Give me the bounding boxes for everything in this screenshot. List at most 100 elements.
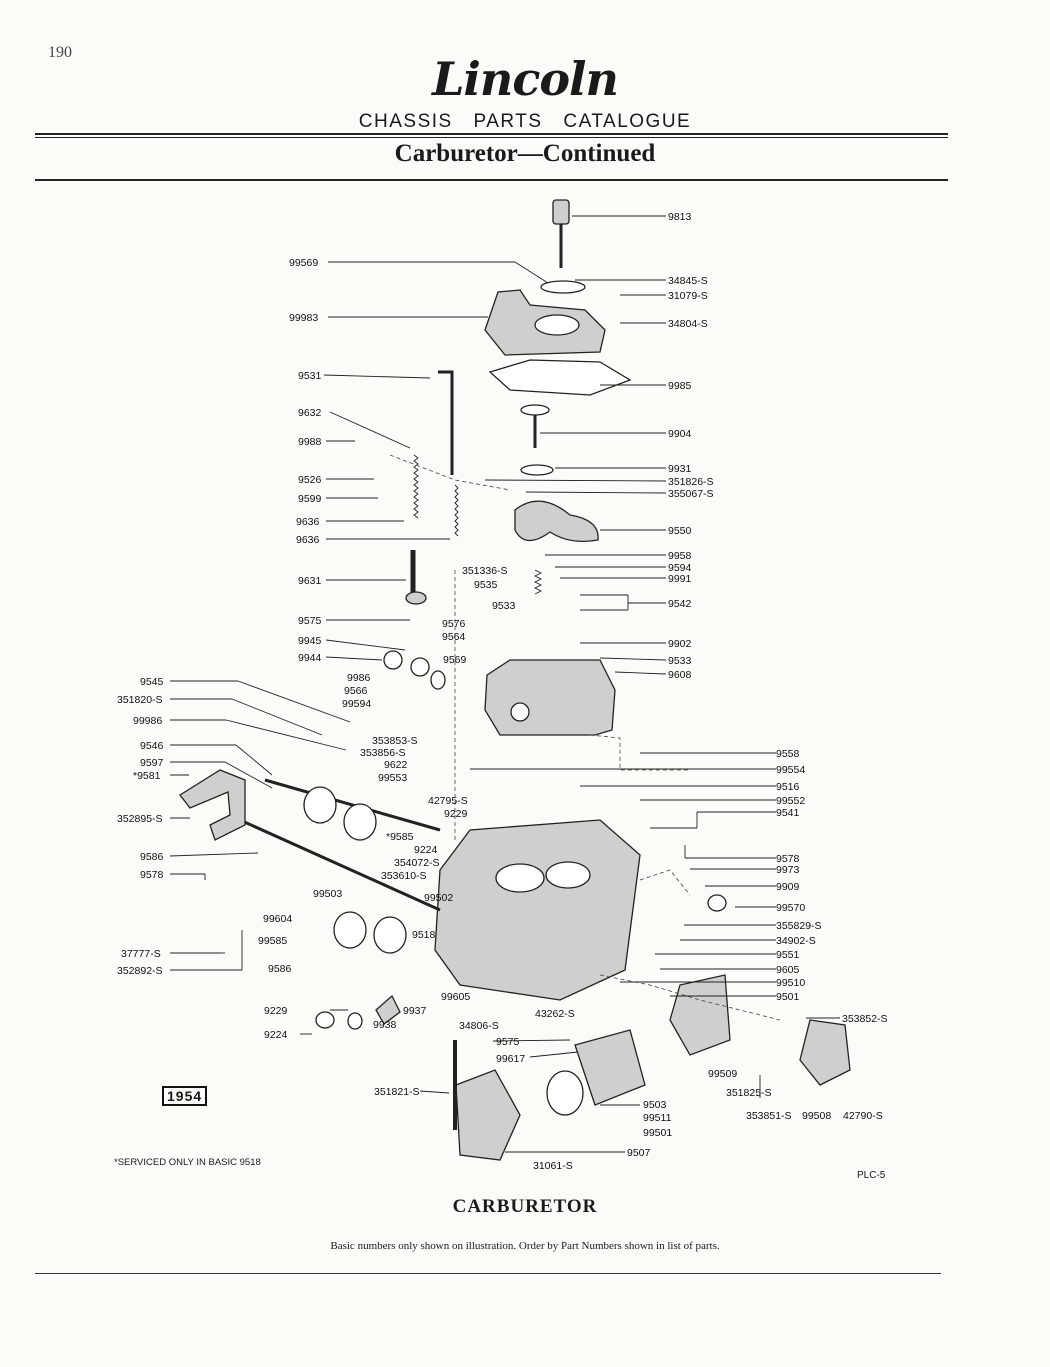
label-351820-s: 351820-S (117, 694, 163, 706)
label-9991: 9991 (668, 573, 692, 585)
label-99605: 99605 (441, 991, 470, 1003)
label-31079-s: 31079-S (668, 290, 708, 302)
label-9985: 9985 (668, 380, 692, 392)
label-9564: 9564 (442, 631, 466, 643)
label-9575-b: 9575 (496, 1036, 520, 1048)
label-9586-a: 9586 (140, 851, 164, 863)
label-353851-s: 353851-S (746, 1110, 792, 1122)
label-351826-s: 351826-S (668, 476, 714, 488)
label-99508: 99508 (802, 1110, 831, 1122)
carburetor-parts-artwork (179, 199, 851, 1161)
label-9576: 9576 (442, 618, 466, 630)
label-353856-s: 353856-S (360, 747, 406, 759)
label-9904: 9904 (668, 428, 692, 440)
caption-title: CARBURETOR (452, 1196, 598, 1217)
footer-rule (35, 1273, 941, 1274)
label-9550: 9550 (668, 525, 692, 537)
label-352895-s: 352895-S (117, 813, 163, 825)
lincoln-logo: Lincoln (432, 52, 619, 106)
label-43262-s: 43262-S (535, 1008, 575, 1020)
label-99986: 99986 (133, 715, 162, 727)
label-99570: 99570 (776, 902, 805, 914)
label-9632: 9632 (298, 407, 322, 419)
label-9597: 9597 (140, 757, 164, 769)
label-9541: 9541 (776, 807, 800, 819)
label-9578-right: 9578 (776, 853, 800, 865)
label-99510: 99510 (776, 977, 805, 989)
header-rule-thin (35, 137, 948, 138)
label-9636-a: 9636 (296, 516, 320, 528)
label-9546: 9546 (140, 740, 164, 752)
label-9585: *9585 (386, 831, 414, 843)
label-354072-s: 354072-S (394, 857, 440, 869)
label-34804-s: 34804-S (668, 318, 708, 330)
label-352892-s: 352892-S (117, 965, 163, 977)
label-9224-b: 9224 (264, 1029, 288, 1041)
label-9622: 9622 (384, 759, 408, 771)
header-rule (35, 133, 948, 135)
label-42790-s: 42790-S (843, 1110, 883, 1122)
label-9535: 9535 (474, 579, 498, 591)
label-37777-s: 37777-S (121, 948, 161, 960)
label-34806-s: 34806-S (459, 1020, 499, 1032)
label-9533-a: 9533 (492, 600, 516, 612)
label-9909: 9909 (776, 881, 800, 893)
label-99617: 99617 (496, 1053, 525, 1065)
label-9938: 9938 (373, 1019, 397, 1031)
label-9986: 9986 (347, 672, 371, 684)
label-9944: 9944 (298, 652, 322, 664)
label-9578-left: 9578 (140, 869, 164, 881)
callout-labels: 9813 99569 34845-S 31079-S 99983 34804-S… (117, 211, 888, 1172)
label-353610-s: 353610-S (381, 870, 427, 882)
section-title: Carburetor—Continued (394, 140, 656, 167)
label-9558: 9558 (776, 748, 800, 760)
label-355067-s: 355067-S (668, 488, 714, 500)
label-99594: 99594 (342, 698, 371, 710)
label-9594: 9594 (668, 562, 692, 574)
label-9813: 9813 (668, 211, 692, 223)
year-badge: 1954 (162, 1086, 208, 1106)
label-9575-a: 9575 (298, 615, 322, 627)
label-9608: 9608 (668, 669, 692, 681)
leader-lines (169, 215, 840, 1153)
label-99554: 99554 (776, 764, 805, 776)
label-99552: 99552 (776, 795, 805, 807)
label-9224-a: 9224 (414, 844, 438, 856)
label-9229-b: 9229 (264, 1005, 288, 1017)
label-34902-s: 34902-S (776, 935, 816, 947)
label-9599: 9599 (298, 493, 322, 505)
label-9566: 9566 (344, 685, 368, 697)
label-9605: 9605 (776, 964, 800, 976)
label-351825-s: 351825-S (726, 1087, 772, 1099)
label-9902: 9902 (668, 638, 692, 650)
label-9545: 9545 (140, 676, 164, 688)
label-9229-a: 9229 (444, 808, 468, 820)
label-9531: 9531 (298, 370, 322, 382)
label-9937: 9937 (403, 1005, 427, 1017)
label-9507: 9507 (627, 1147, 651, 1159)
caption-note: Basic numbers only shown on illustration… (330, 1240, 720, 1252)
label-99511: 99511 (643, 1112, 672, 1124)
label-9945: 9945 (298, 635, 322, 647)
label-99983: 99983 (289, 312, 318, 324)
label-9988: 9988 (298, 436, 322, 448)
label-99503: 99503 (313, 888, 342, 900)
label-9533-b: 9533 (668, 655, 692, 667)
section-rule (35, 179, 948, 181)
label-99509: 99509 (708, 1068, 737, 1080)
plate-code: PLC-5 (857, 1170, 886, 1181)
label-99501: 99501 (643, 1127, 672, 1139)
label-9526: 9526 (298, 474, 322, 486)
label-9586-b: 9586 (268, 963, 292, 975)
label-9501: 9501 (776, 991, 800, 1003)
label-9973: 9973 (776, 864, 800, 876)
label-351336-s: 351336-S (462, 565, 508, 577)
label-355829-s: 355829-S (776, 920, 822, 932)
label-9581: *9581 (133, 770, 161, 782)
label-99569: 99569 (289, 257, 318, 269)
label-9551: 9551 (776, 949, 800, 961)
page-number: 190 (48, 44, 72, 61)
label-353852-s: 353852-S (842, 1013, 888, 1025)
label-9636-b: 9636 (296, 534, 320, 546)
